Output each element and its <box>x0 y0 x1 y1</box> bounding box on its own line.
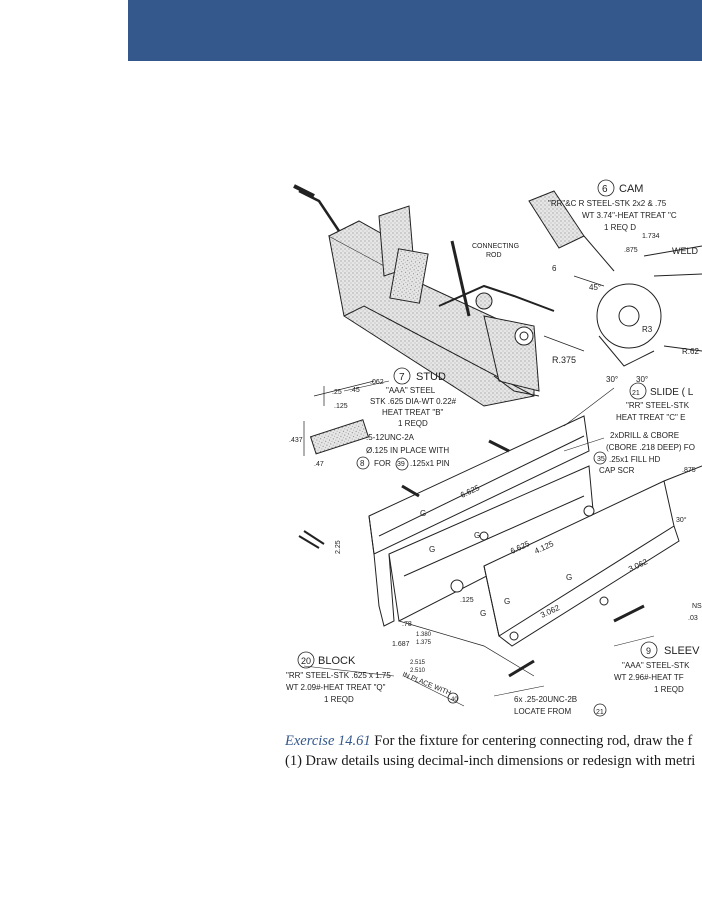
stud-dim-6: .47 <box>314 461 324 468</box>
g-mark-1: G <box>420 509 426 518</box>
dim-1380: 1.380 <box>416 632 432 638</box>
stud-title: STUD <box>416 371 446 383</box>
sleeve-spec-1: "AAA" STEEL-STK <box>622 661 690 670</box>
block-number: 20 <box>301 656 311 666</box>
cam-spec-2: WT 3.74"-HEAT TREAT "C <box>582 211 677 220</box>
sleeve-spec-2: WT 2.96#-HEAT TF <box>614 673 684 682</box>
cam-reqd: 1 REQ D <box>604 223 636 232</box>
in-place-num: 40 <box>451 697 458 703</box>
caption-line-1: Exercise 14.61 For the fixture for cente… <box>285 731 702 751</box>
slide-spec-2: HEAT TREAT "C" E <box>616 413 685 422</box>
dim-30-a: 30° <box>606 375 618 384</box>
stud-pin-num-2: 39 <box>397 461 405 468</box>
stud-pin-1: Ø.125 IN PLACE WITH <box>366 446 449 455</box>
drill-note-num: 35 <box>597 456 605 463</box>
g-mark-6: G <box>480 609 486 618</box>
caption-text-2: (1) Draw details using decimal-inch dime… <box>285 753 696 769</box>
figure-caption: Exercise 14.61 For the fixture for cente… <box>285 731 702 771</box>
stud-dim-1: .25 <box>332 389 342 396</box>
stud-spec-3: HEAT TREAT "B" <box>382 408 444 417</box>
dim-125: .125 <box>460 597 474 604</box>
cam-number: 6 <box>602 184 608 195</box>
drill-note-1: 2xDRILL & CBORE <box>610 431 679 440</box>
slide-spec-1: "RR" STEEL-STK <box>626 401 690 410</box>
dim-3062-a: 3.062 <box>627 557 649 574</box>
caption-text-1: For the fixture for centering connecting… <box>374 733 693 749</box>
stud-spec-1: "AAA" STEEL <box>386 386 436 395</box>
connecting-rod-label-2: ROD <box>486 252 502 259</box>
stud-thread: .5-12UNC-2A <box>366 433 415 442</box>
dim-1687: 1.687 <box>392 641 410 648</box>
block-spec-2: WT 2.09#-HEAT TREAT "Q" <box>286 683 386 692</box>
in-place-note: IN PLACE WITH <box>401 671 452 697</box>
dim-30-b: 30° <box>636 375 648 384</box>
cam-title: CAM <box>619 183 643 195</box>
connecting-rod-label: CONNECTING <box>472 243 519 250</box>
stud-dim-5: .437 <box>289 437 303 444</box>
stud-pin-size: .125x1 PIN <box>410 459 450 468</box>
weld-label: WELD <box>672 246 699 256</box>
sleeve-reqd: 1 REQD <box>654 685 684 694</box>
block-title: BLOCK <box>318 655 356 667</box>
slide-title: SLIDE ( L <box>650 387 694 398</box>
fixture-drawing: 6 CAM "RR"&C R STEEL-STK 2x2 & .75 WT 3.… <box>284 176 702 724</box>
stud-dim-4: .125 <box>334 403 348 410</box>
g-mark-5: G <box>566 573 572 582</box>
g-mark-3: G <box>474 531 480 540</box>
stud-spec-2: STK .625 DIA-WT 0.22# <box>370 397 457 406</box>
g-mark-4: G <box>504 597 510 606</box>
block-reqd: 1 REQD <box>324 695 354 704</box>
radius-375: R.375 <box>552 355 576 365</box>
sleeve-number: 9 <box>646 646 651 656</box>
stud-number: 7 <box>399 372 405 383</box>
stud-dim-3: .062 <box>370 379 384 386</box>
header-bar <box>128 0 702 61</box>
screw-note-1: 6x .25-20UNC-2B <box>514 695 577 704</box>
dim-45: 45° <box>589 283 601 292</box>
exercise-number: Exercise 14.61 <box>285 733 371 749</box>
stud-pin-for: FOR <box>374 459 391 468</box>
stud-pin-num: 8 <box>360 459 365 468</box>
stud-reqd: 1 REQD <box>398 419 428 428</box>
dim-875-b: .875 <box>682 467 696 474</box>
g-mark-2: G <box>429 545 435 554</box>
slide-number: 21 <box>632 390 640 397</box>
dim-1375: 1.375 <box>416 640 432 646</box>
fixture-drawing-svg: 6 CAM "RR"&C R STEEL-STK 2x2 & .75 WT 3.… <box>286 179 702 717</box>
radius-62: R.62 <box>682 347 699 356</box>
dim-r3: R3 <box>642 325 653 334</box>
dim-6: 6 <box>552 264 557 273</box>
dim-1734: 1.734 <box>642 233 660 240</box>
screw-note-2: LOCATE FROM <box>514 707 572 716</box>
stud-dim-2: .45 <box>350 387 360 394</box>
drill-note-4: CAP SCR <box>599 466 635 475</box>
dim-ns: NS <box>692 603 702 610</box>
dim-03: .03 <box>688 615 698 622</box>
dim-30-c: 30° <box>676 516 687 524</box>
dim-2515: 2.515 <box>410 660 426 666</box>
dim-78: .78 <box>402 621 412 628</box>
dim-225: 2.25 <box>335 540 342 554</box>
cam-spec-1: "RR"&C R STEEL-STK 2x2 & .75 <box>548 199 667 208</box>
block-spec-1: "RR" STEEL-STK .625 x 1.75 <box>286 671 391 680</box>
drill-note-2: (CBORE .218 DEEP) FO <box>606 443 695 452</box>
drill-note-3: .25x1 FILL HD <box>609 455 661 464</box>
sleeve-title: SLEEV <box>664 645 700 657</box>
dim-2510: 2.510 <box>410 668 426 674</box>
dim-875: .875 <box>624 247 638 254</box>
screw-note-num: 21 <box>596 709 604 716</box>
